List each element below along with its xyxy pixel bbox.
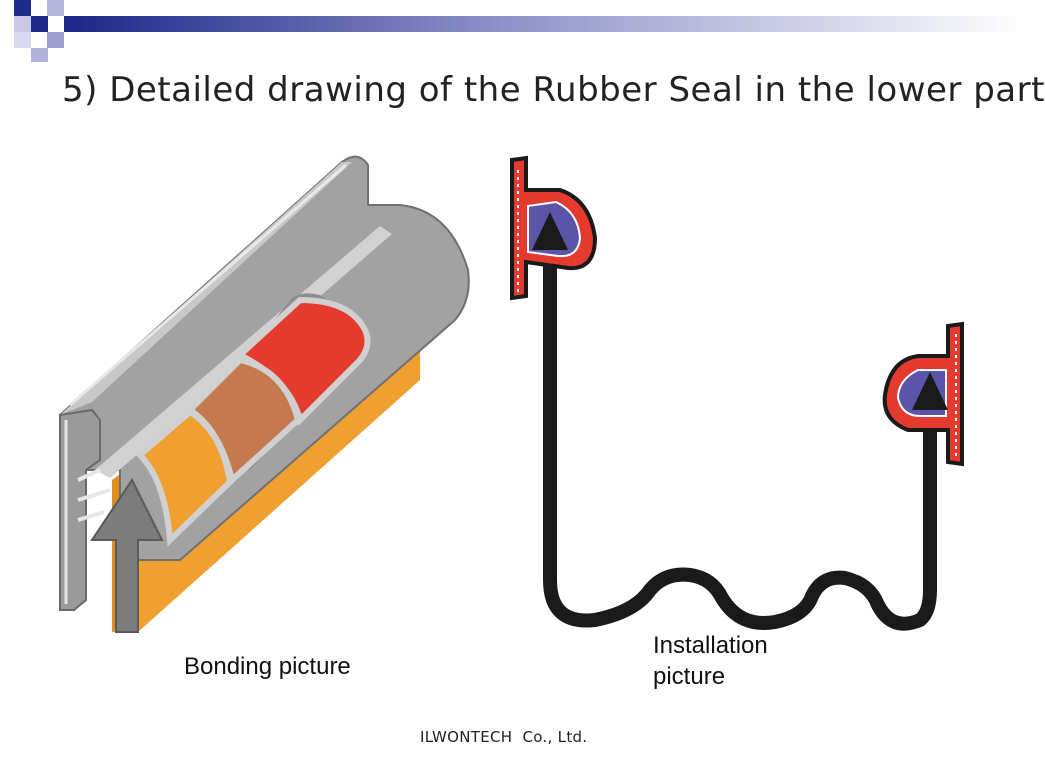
seal-end-profile [59, 408, 101, 611]
up-arrow-icon [532, 212, 568, 250]
installation-illustration [510, 155, 964, 631]
installation-caption-line1: Installation [653, 632, 768, 659]
installation-caption: Installation picture [653, 630, 833, 692]
installation-track [543, 235, 937, 631]
bonding-caption: Bonding picture [184, 653, 351, 680]
footer-company: ILWONTECH Co., Ltd. [420, 728, 588, 746]
installation-caption-line2: picture [653, 663, 726, 690]
title-decoration-band [14, 0, 1024, 62]
slide-title: 5) Detailed drawing of the Rubber Seal i… [62, 70, 1045, 110]
up-arrow-icon [90, 478, 164, 633]
up-arrow-icon [912, 372, 948, 410]
bonding-illustration [59, 155, 470, 633]
figure-canvas [59, 155, 964, 633]
